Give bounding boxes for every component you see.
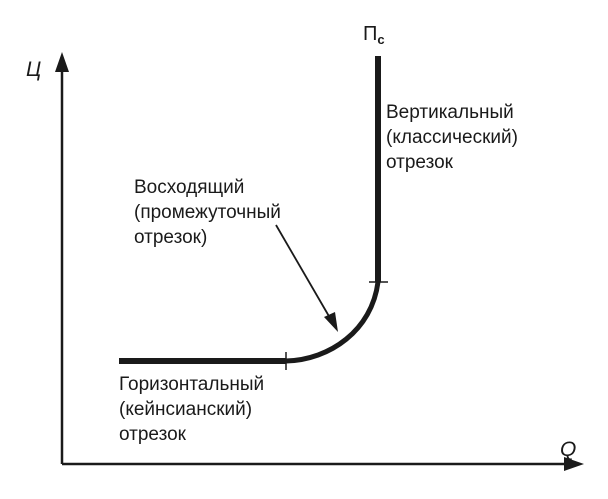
y-axis-label: Ц <box>26 58 41 81</box>
horizontal-label-line-1: Горизонтальный <box>119 374 264 395</box>
intermediate-label-line-2: (промежуточный <box>134 202 281 223</box>
intermediate-pointer <box>275 224 338 332</box>
vertical-label-line-3: отрезок <box>386 152 454 173</box>
y-axis-arrow-icon <box>55 52 69 72</box>
vertical-segment-label: Вертикальный (классический) отрезок <box>386 102 518 173</box>
pointer-line <box>275 224 331 319</box>
supply-curve: Пс <box>119 23 388 370</box>
curve-label: Пс <box>363 23 385 47</box>
vertical-label-line-2: (классический) <box>386 127 518 148</box>
intermediate-segment-label: Восходящий (промежуточный отрезок) <box>134 177 281 248</box>
axes: Ц Q <box>26 52 584 471</box>
x-axis-label: Q <box>560 438 576 461</box>
horizontal-label-line-3: отрезок <box>119 424 187 445</box>
pointer-arrowhead-icon <box>324 312 338 332</box>
intermediate-label-line-3: отрезок) <box>134 227 207 248</box>
vertical-label-line-1: Вертикальный <box>386 102 514 123</box>
horizontal-label-line-2: (кейнсианский) <box>119 399 252 420</box>
intermediate-label-line-1: Восходящий <box>134 177 244 198</box>
curve-label-main: П <box>363 23 377 45</box>
x-axis-arrow-icon <box>564 457 584 471</box>
curve-intermediate-segment <box>285 281 381 364</box>
horizontal-segment-label: Горизонтальный (кейнсианский) отрезок <box>119 374 264 445</box>
curve-label-sub: с <box>377 32 384 47</box>
